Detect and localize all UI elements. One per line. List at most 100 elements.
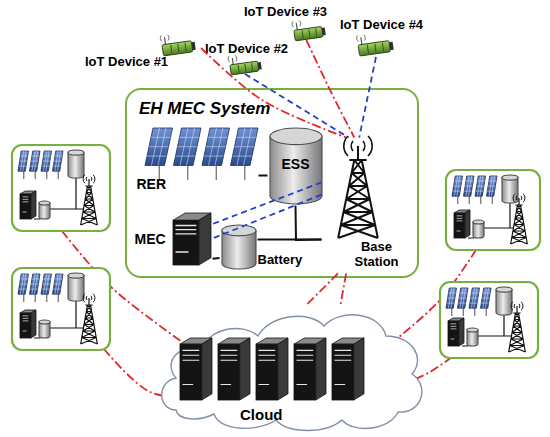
radio-waves <box>343 136 371 156</box>
cylinder-top <box>467 328 478 332</box>
device-body <box>358 41 390 56</box>
cylinder-top <box>270 128 322 145</box>
edge-site <box>440 282 538 358</box>
solar-panel <box>173 128 201 165</box>
offload-link <box>340 274 346 307</box>
panel-leg <box>215 165 216 180</box>
server-slots <box>457 216 463 231</box>
cloud-shape-icon <box>158 306 426 434</box>
cloud-outline <box>162 315 422 431</box>
local-link <box>213 182 322 224</box>
panel-grid <box>19 274 28 294</box>
server-slots <box>451 324 457 339</box>
iot-icon <box>356 31 394 56</box>
panel-leg <box>463 308 464 316</box>
solar-panel <box>145 128 173 165</box>
offload-link <box>201 48 346 138</box>
device-body <box>294 26 323 40</box>
solar-panel <box>469 288 480 308</box>
server-front <box>448 321 459 346</box>
device-stripes <box>238 63 253 73</box>
panel-leg <box>244 165 245 180</box>
offload-link <box>306 40 354 138</box>
solar-panel <box>458 288 469 308</box>
base-station: Base Station <box>322 138 404 274</box>
iot-device: IoT Device #2 <box>203 40 303 74</box>
server-front <box>454 213 465 238</box>
tower-lattice <box>81 179 98 225</box>
antenna <box>232 58 234 64</box>
edge-site <box>12 145 110 231</box>
server-side <box>240 338 250 400</box>
solar-panel <box>41 274 52 294</box>
radio-waves <box>83 294 95 302</box>
antenna-waves <box>292 20 301 27</box>
tower-lattice <box>509 306 526 352</box>
panel-grid <box>203 128 227 165</box>
mec-server: MEC <box>133 210 213 268</box>
solar-panel <box>475 176 486 196</box>
cylinder-top <box>68 273 84 278</box>
server-slots <box>297 350 314 384</box>
edge-site <box>446 170 540 250</box>
antenna <box>165 37 166 44</box>
antenna <box>296 23 298 30</box>
power-wire <box>296 206 322 241</box>
server-front <box>332 344 354 400</box>
panel-leg <box>46 171 47 179</box>
solar-panel <box>230 128 258 165</box>
node-label: Battery <box>258 252 303 267</box>
node-label: ESS <box>268 156 324 172</box>
server-front <box>218 344 240 400</box>
solar-panel <box>446 288 457 308</box>
local-link <box>245 74 349 138</box>
tower-lattice <box>338 146 378 238</box>
panel-grid <box>175 128 199 165</box>
panel-grid <box>146 128 170 165</box>
solar-array: RER <box>135 125 259 193</box>
panel-grid <box>470 288 479 308</box>
cylinder-top <box>473 220 484 224</box>
cylinder-top <box>39 201 50 205</box>
cylinder-top <box>502 175 518 180</box>
power-wire <box>258 239 322 241</box>
node-label: Cloud <box>240 406 283 423</box>
power-wire <box>34 301 84 338</box>
cylinder-top <box>496 287 512 292</box>
panel-grid <box>30 151 39 171</box>
cylinder-top <box>222 225 256 236</box>
panel-leg <box>35 171 36 179</box>
power-wire <box>213 257 220 260</box>
cylinder-body <box>68 153 84 178</box>
server-side <box>198 213 210 265</box>
antenna-waves <box>160 34 169 41</box>
iot-device: IoT Device #4 <box>338 17 438 57</box>
device-body <box>230 61 259 75</box>
panel-leg <box>480 196 481 204</box>
server-front <box>173 220 199 265</box>
panel-grid <box>464 176 473 196</box>
panel-leg <box>451 308 452 316</box>
node-label: MEC <box>135 231 166 247</box>
site-boundary <box>12 268 110 350</box>
panel-grid <box>487 176 496 196</box>
battery-cylinder: Battery <box>220 224 258 270</box>
server-slots <box>259 350 276 384</box>
iot-device: IoT Device #1 <box>83 32 201 72</box>
iot-icon <box>292 17 326 41</box>
solar-panel <box>30 151 41 171</box>
solar-panel <box>202 128 230 165</box>
panel-leg <box>23 294 24 302</box>
solar-panel <box>30 274 41 294</box>
node-label: Base Station <box>350 239 404 269</box>
site-boundary <box>440 282 538 358</box>
cylinder-top <box>68 150 84 155</box>
solar-panel <box>452 176 463 196</box>
ess-cylinder: ESS <box>268 126 324 206</box>
solar-panel <box>18 151 29 171</box>
power-wire <box>468 203 514 238</box>
device-body <box>162 41 193 56</box>
panel-leg <box>23 171 24 179</box>
panel-grid <box>232 128 256 165</box>
server-front <box>20 194 31 219</box>
